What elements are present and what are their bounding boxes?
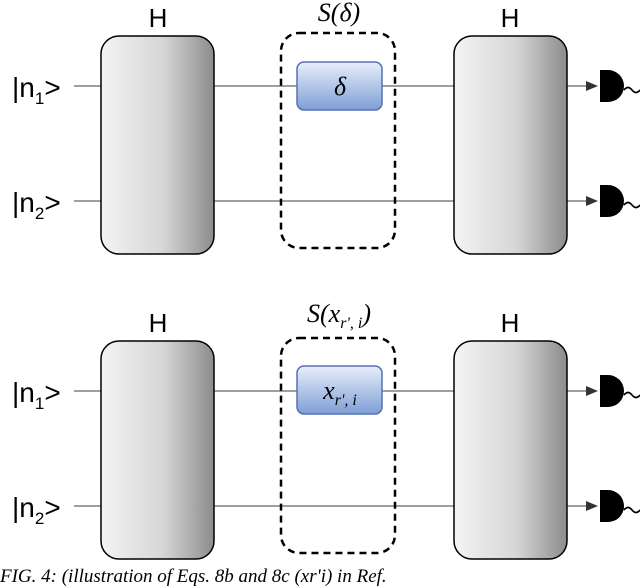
phase-element-label: xr', i [322,376,357,409]
input-label-bottom: |n2> [12,187,61,223]
arrowhead-icon [586,196,598,206]
phase-element [296,365,383,415]
phase-shifter-region [279,31,397,250]
photodetector-icon [600,375,640,407]
phase-element [296,61,383,111]
h-label-right: H [501,308,520,338]
h-label-left: H [149,3,168,33]
beam-splitter-left [100,340,215,560]
photodetector-icon [600,490,640,522]
input-label-bottom: |n2> [12,492,61,528]
photodetector-icon [600,185,640,217]
input-label-top: |n1> [12,72,61,108]
beam-splitter-right [453,35,568,255]
panel-bottom: |n1> |n2> H S(xr', i) xr', i H [12,299,640,560]
panel-top: |n1> |n2> H S(δ) δ H [12,0,640,255]
phase-shifter-label: S(xr', i) [307,299,371,332]
beam-splitter-left [100,35,215,255]
figure-caption: FIG. 4: (illustration of Eqs. 8b and 8c … [0,566,387,587]
arrowhead-icon [586,81,598,91]
beam-splitter-right [453,340,568,560]
phase-shifter-region [279,336,397,555]
photodetector-icon [600,70,640,102]
arrowhead-icon [586,386,598,396]
phase-shifter-label: S(δ) [318,0,360,27]
h-label-right: H [501,3,520,33]
h-label-left: H [149,308,168,338]
arrowhead-icon [586,501,598,511]
input-label-top: |n1> [12,377,61,413]
phase-element-label: δ [334,72,347,101]
